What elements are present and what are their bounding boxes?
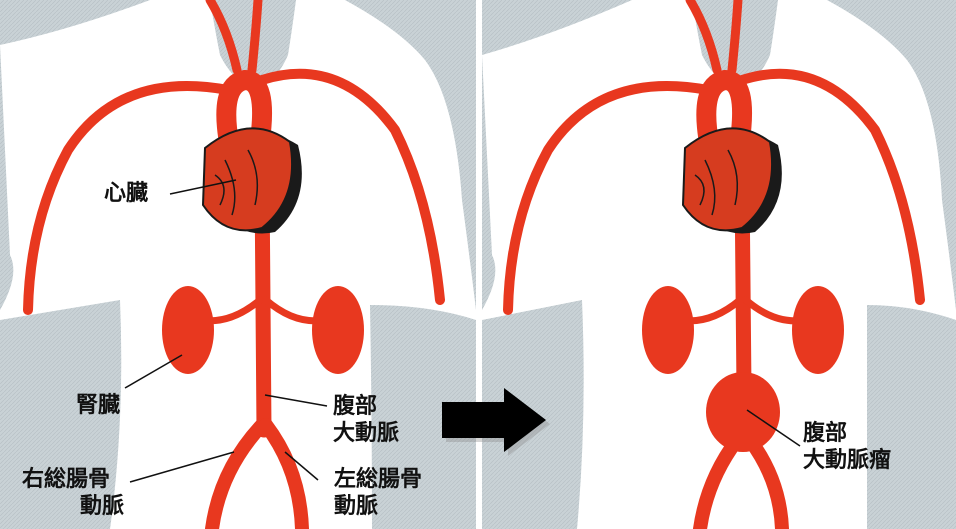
kidney-label: 腎臓 (76, 392, 120, 419)
right-iliac-label-line-1: 右総腸骨 (22, 466, 124, 493)
abdominal-aorta-label-line-2: 大動脈 (333, 420, 399, 447)
aneurysm-bulge (706, 372, 780, 452)
left-iliac-label-line-2: 動脈 (334, 493, 422, 520)
heart (203, 128, 302, 233)
heart-label: 心臓 (104, 180, 148, 207)
right-kidney (642, 286, 694, 374)
left-iliac-label-line-1: 左総腸骨 (334, 466, 422, 493)
abdominal-aorta-label: 腹部 大動脈 (333, 393, 399, 447)
right-kidney (162, 286, 214, 374)
abdominal-aorta-label-line-1: 腹部 (333, 393, 399, 420)
right-iliac-label: 右総腸骨 動脈 (22, 466, 124, 520)
left-iliac-label: 左総腸骨 動脈 (334, 466, 422, 520)
aneurysm-label-line-1: 腹部 (803, 420, 891, 447)
left-carotid (732, 0, 738, 70)
right-arm-gap (867, 305, 956, 529)
normal-anatomy-illustration (0, 0, 476, 529)
left-kidney (312, 286, 364, 374)
aneurysm-label-line-2: 大動脈瘤 (803, 447, 891, 474)
heart (683, 128, 782, 233)
right-iliac-label-line-2: 動脈 (22, 493, 124, 520)
normal-anatomy-panel: 心臓 腎臓 腹部 大動脈 右総腸骨 動脈 左総腸骨 動脈 (0, 0, 476, 529)
left-carotid (252, 0, 258, 70)
right-arrow-icon (440, 388, 555, 458)
left-kidney (792, 286, 844, 374)
aneurysm-label: 腹部 大動脈瘤 (803, 420, 891, 474)
